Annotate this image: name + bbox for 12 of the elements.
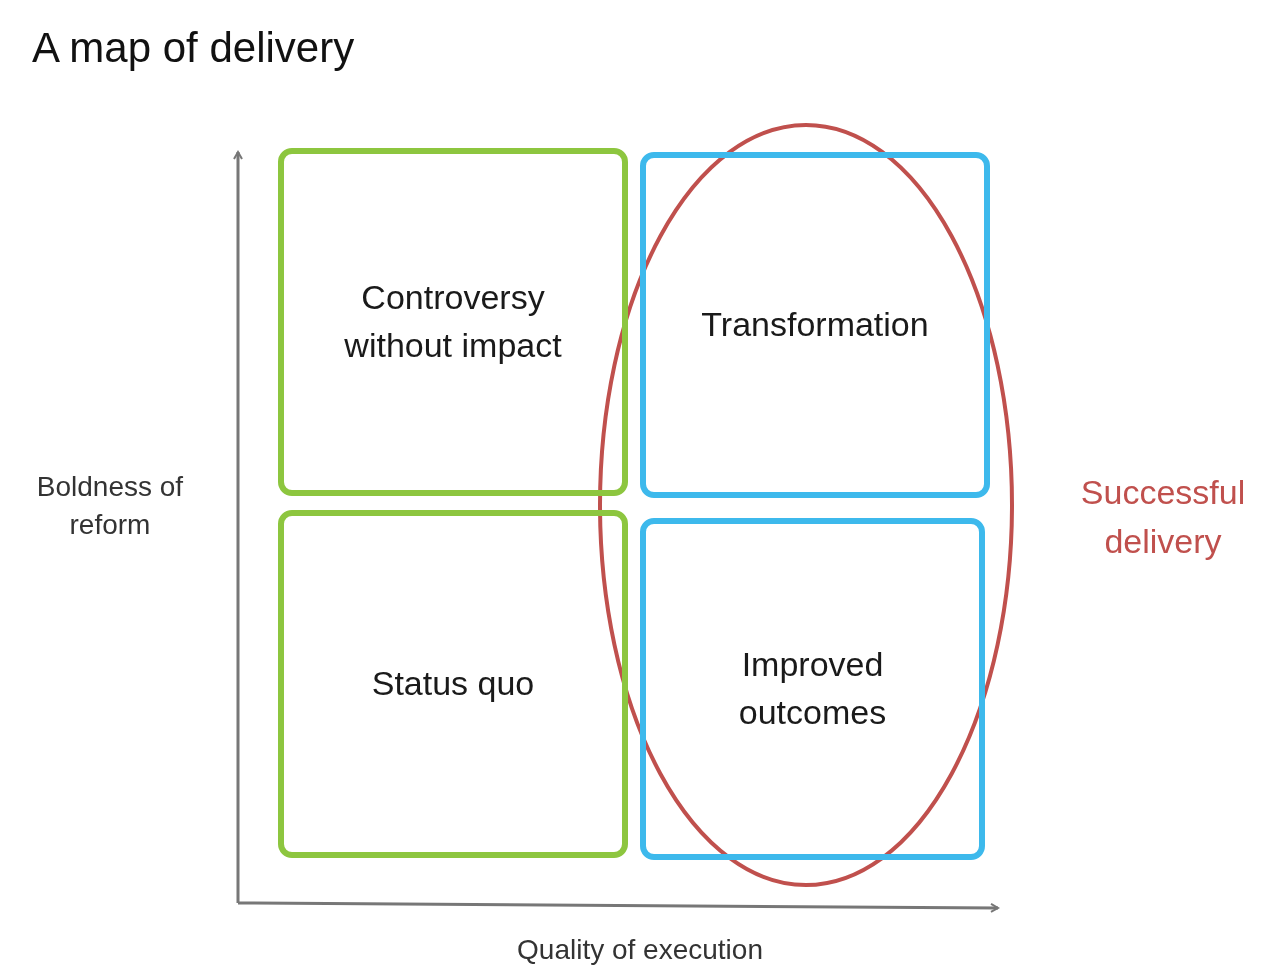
- quadrant-box: [640, 152, 990, 498]
- quadrant-label: Controversy without impact: [344, 278, 562, 364]
- quadrant-label: Improved outcomes: [738, 645, 887, 731]
- axis-label: Quality of execution: [516, 934, 764, 966]
- quadrant-label: Transformation: [701, 305, 929, 344]
- title: A map of delivery: [32, 24, 355, 72]
- quadrant-label: Status quo: [371, 664, 535, 703]
- quadrant-box: [640, 518, 985, 860]
- quadrant-box: [278, 510, 628, 858]
- axis-label: Boldness of reform: [35, 470, 185, 542]
- quadrant-box: [278, 148, 628, 496]
- ellipse-label: Successful delivery: [1079, 472, 1247, 563]
